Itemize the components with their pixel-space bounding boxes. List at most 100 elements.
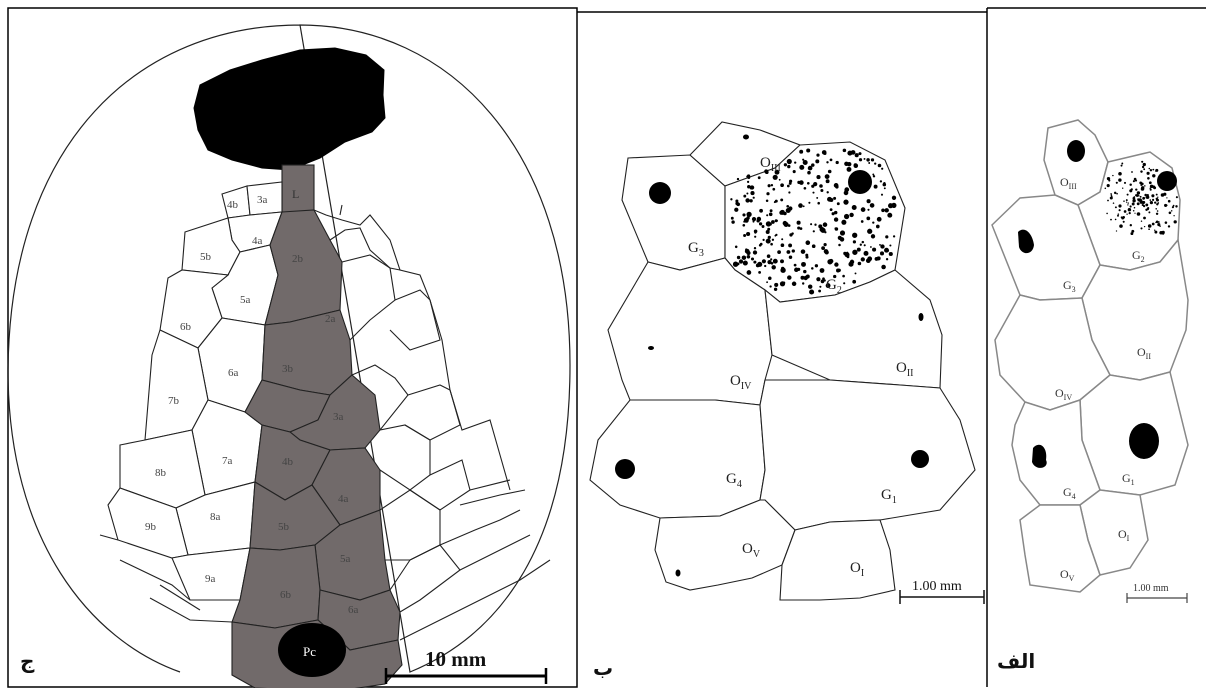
granule <box>769 285 771 287</box>
svg-text:5a: 5a <box>240 294 251 306</box>
granule <box>880 251 884 255</box>
granule <box>828 170 832 174</box>
granule <box>835 227 839 231</box>
svg-text:7a: 7a <box>222 455 233 467</box>
svg-text:4a: 4a <box>252 235 263 247</box>
granule <box>769 223 772 226</box>
granule <box>1129 212 1131 214</box>
granule <box>762 239 764 241</box>
svg-text:4b: 4b <box>282 456 294 468</box>
scale-bar-c: 10 mm <box>386 647 546 684</box>
granule <box>774 288 777 291</box>
panel-b: OIII G3 G2 OIV OII G4 G1 OV OI 1.00 mm ب <box>590 122 984 680</box>
granule <box>757 262 762 267</box>
granule <box>834 211 837 214</box>
granule <box>1152 199 1154 201</box>
panel-letter-a: الف <box>997 649 1035 673</box>
granule <box>810 223 812 225</box>
granule <box>1140 199 1142 201</box>
granule <box>736 202 740 206</box>
granule <box>814 224 816 226</box>
granule <box>766 214 768 216</box>
granule <box>866 158 869 161</box>
granule <box>816 175 820 179</box>
granule <box>1145 203 1148 206</box>
svg-text:9a: 9a <box>205 573 216 585</box>
granule <box>747 255 751 259</box>
scale-bar-b: 1.00 mm <box>900 579 984 604</box>
granule <box>1156 194 1158 196</box>
granule <box>1110 219 1112 221</box>
granule <box>1155 222 1156 223</box>
granule <box>787 185 790 188</box>
granule <box>786 205 789 208</box>
granule <box>880 244 884 248</box>
granule <box>1134 196 1135 197</box>
granule <box>1154 230 1155 231</box>
granule <box>811 163 814 166</box>
granule <box>792 249 795 252</box>
granule <box>858 262 862 266</box>
granule <box>1131 171 1133 173</box>
granule <box>794 161 796 163</box>
granule <box>1176 196 1178 198</box>
granule <box>859 158 862 161</box>
granule <box>1152 223 1155 226</box>
granule <box>852 205 857 210</box>
granule <box>883 183 887 187</box>
granule <box>836 269 840 273</box>
granule <box>1137 191 1140 194</box>
granule <box>812 192 814 194</box>
granule <box>806 148 810 152</box>
granule <box>766 239 771 244</box>
granule <box>1127 194 1129 196</box>
granule <box>759 222 762 225</box>
granule <box>788 206 792 210</box>
granule <box>855 272 857 274</box>
granule <box>870 246 872 248</box>
panel-c: L 3a 4b 4a 5b 5a 6b 6a 7b 7a <box>8 25 570 688</box>
granule <box>827 197 832 202</box>
tubercle-a-g1 <box>1129 423 1159 459</box>
granule <box>1168 225 1170 227</box>
granule <box>1147 177 1150 180</box>
granule <box>881 209 885 213</box>
granule <box>766 281 768 283</box>
granule <box>784 222 789 227</box>
granule <box>742 255 746 259</box>
granule <box>1126 201 1127 202</box>
granule <box>1107 184 1110 187</box>
granule <box>1114 192 1116 194</box>
svg-text:2a: 2a <box>325 313 336 325</box>
granule <box>793 170 796 173</box>
granule <box>822 150 827 155</box>
granule <box>880 180 882 182</box>
granule <box>815 159 819 163</box>
granule <box>802 282 804 284</box>
granule <box>820 268 825 273</box>
granule <box>780 268 785 273</box>
granule <box>1145 209 1147 211</box>
granule <box>754 236 756 238</box>
svg-text:7b: 7b <box>168 395 180 407</box>
granule <box>797 221 801 225</box>
granule <box>806 240 811 245</box>
granule <box>753 250 757 254</box>
granule <box>1131 188 1133 190</box>
granule <box>862 241 864 243</box>
granule <box>874 162 876 164</box>
svg-text:8b: 8b <box>155 467 167 479</box>
granule <box>840 230 845 235</box>
granule <box>834 217 838 221</box>
granule <box>1115 219 1117 221</box>
granule <box>1132 203 1135 206</box>
granule <box>825 174 830 179</box>
granule <box>853 240 856 243</box>
granule <box>1133 180 1135 182</box>
granule <box>743 234 746 237</box>
granule <box>1147 172 1150 175</box>
granule <box>1110 196 1113 199</box>
granule <box>1121 165 1123 167</box>
granule <box>1141 161 1143 163</box>
